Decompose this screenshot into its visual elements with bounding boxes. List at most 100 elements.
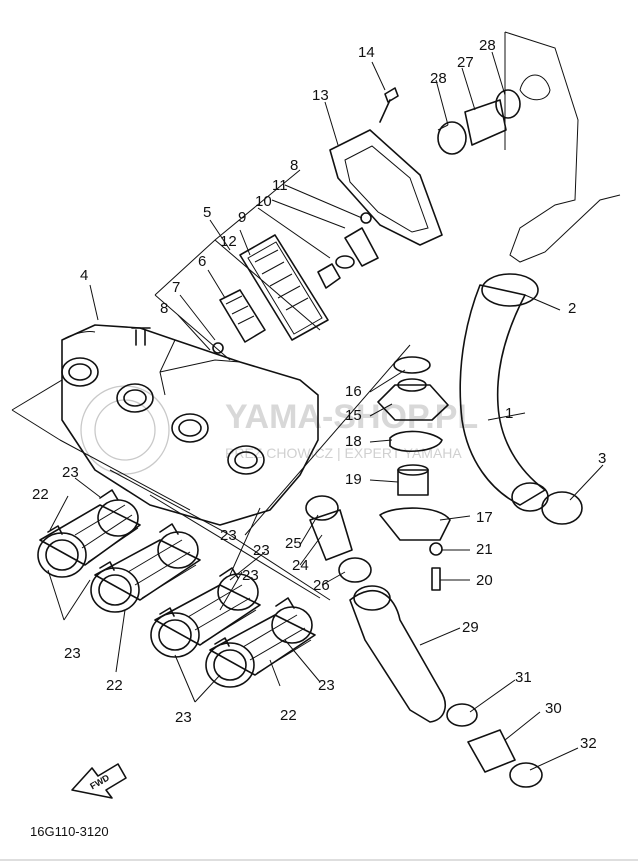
callout-28-left: 28 bbox=[430, 70, 447, 87]
callout-22-middle: 22 bbox=[106, 677, 123, 694]
callout-9: 9 bbox=[238, 209, 246, 226]
duct-joint bbox=[467, 729, 516, 773]
hose-clamp bbox=[437, 121, 467, 155]
callout-29: 29 bbox=[462, 619, 479, 636]
hose-parts bbox=[437, 89, 583, 525]
callout-13: 13 bbox=[312, 87, 329, 104]
valve-cover bbox=[379, 507, 451, 541]
callout-6: 6 bbox=[198, 253, 206, 270]
callout-20: 20 bbox=[476, 572, 493, 589]
leader-lines bbox=[47, 51, 604, 771]
reed-valve bbox=[397, 469, 429, 496]
element-parts bbox=[212, 87, 443, 354]
valve-parts bbox=[377, 356, 451, 591]
case-plate bbox=[219, 289, 266, 343]
joint-cap bbox=[317, 263, 341, 289]
air-box-outlet bbox=[171, 413, 209, 443]
callout-21: 21 bbox=[476, 541, 493, 558]
assembly-line bbox=[11, 344, 411, 601]
callout-25: 25 bbox=[285, 535, 302, 552]
callout-23-left: 23 bbox=[64, 645, 81, 662]
clamp-screw bbox=[47, 489, 295, 647]
assembly-lines bbox=[11, 169, 411, 601]
diagram-code: 16G110-3120 bbox=[30, 824, 109, 839]
spring bbox=[335, 255, 355, 269]
callout-3: 3 bbox=[598, 450, 606, 467]
callout-32: 32 bbox=[580, 735, 597, 752]
callout-10: 10 bbox=[255, 193, 272, 210]
callout-23-bottom: 23 bbox=[175, 709, 192, 726]
callout-16: 16 bbox=[345, 383, 362, 400]
callout-11: 11 bbox=[272, 177, 288, 194]
air-box-body bbox=[61, 324, 319, 526]
callout-8-lower: 8 bbox=[160, 300, 168, 317]
hose-clamp bbox=[446, 703, 478, 727]
callout-labels: 1 2 3 4 5 6 7 8 8 9 10 11 12 13 14 15 16… bbox=[32, 37, 606, 752]
air-box-outlet bbox=[61, 357, 99, 387]
callout-17: 17 bbox=[476, 509, 493, 526]
hose-joint bbox=[464, 99, 507, 146]
pipe-joint bbox=[309, 509, 353, 561]
hose-clamp bbox=[541, 491, 583, 525]
hose-clamp bbox=[495, 89, 521, 119]
bracket bbox=[344, 227, 379, 267]
callout-14: 14 bbox=[358, 44, 375, 61]
air-box-outlet bbox=[116, 383, 154, 413]
callout-7: 7 bbox=[172, 279, 180, 296]
bolt bbox=[212, 342, 224, 354]
watermark-emblem bbox=[80, 385, 170, 475]
callout-27: 27 bbox=[457, 54, 474, 71]
air-box-vent bbox=[131, 327, 151, 346]
hose-clamp bbox=[509, 762, 543, 788]
intake-joint-group bbox=[37, 489, 316, 688]
callout-23-right-lower: 23 bbox=[242, 567, 259, 584]
engine-outline bbox=[504, 31, 621, 263]
callout-23-bottom-right: 23 bbox=[318, 677, 335, 694]
bolt bbox=[360, 212, 372, 224]
fwd-arrow-icon bbox=[71, 763, 127, 799]
engine-outline-edge bbox=[504, 31, 621, 263]
valve-body bbox=[377, 384, 449, 421]
assembly-line bbox=[154, 169, 321, 361]
callout-31: 31 bbox=[515, 669, 532, 686]
o-ring bbox=[393, 356, 431, 374]
callout-24: 24 bbox=[292, 557, 309, 574]
callout-23-center: 23 bbox=[220, 527, 237, 544]
air-box bbox=[61, 324, 319, 526]
callout-28-right: 28 bbox=[479, 37, 496, 54]
callout-23-top: 23 bbox=[62, 464, 79, 481]
callout-1: 1 bbox=[505, 405, 513, 422]
intake-joint bbox=[150, 573, 261, 658]
breather-hose bbox=[459, 284, 546, 506]
intake-duct bbox=[349, 589, 446, 723]
gasket bbox=[389, 430, 443, 452]
callout-4: 4 bbox=[80, 267, 88, 284]
air-box-edges bbox=[61, 331, 241, 396]
intake-joint bbox=[205, 606, 316, 688]
air-filter-element bbox=[239, 234, 329, 341]
cover-screw bbox=[379, 87, 399, 123]
cover-plate bbox=[329, 129, 443, 246]
callout-22-top: 22 bbox=[32, 486, 49, 503]
callout-2: 2 bbox=[568, 300, 576, 317]
air-box-outlet bbox=[227, 445, 265, 475]
callout-18: 18 bbox=[345, 433, 362, 450]
intake-joint bbox=[37, 499, 141, 578]
stud-bolt bbox=[431, 567, 441, 591]
watermark-sub-text: PREZ CHOWICZ | EXPERT YAMAHA bbox=[225, 445, 462, 461]
callout-26: 26 bbox=[313, 577, 330, 594]
callout-23-right-upper: 23 bbox=[253, 542, 270, 559]
hose-end-upper bbox=[481, 273, 539, 307]
callout-5: 5 bbox=[203, 204, 211, 221]
callout-8-upper: 8 bbox=[290, 157, 298, 174]
callout-19: 19 bbox=[345, 471, 362, 488]
intake-joint bbox=[90, 531, 201, 613]
hose-clamp bbox=[338, 557, 372, 583]
callout-30: 30 bbox=[545, 700, 562, 717]
callout-12: 12 bbox=[220, 233, 237, 250]
forward-direction-arrow: FWD bbox=[71, 763, 127, 799]
callout-15: 15 bbox=[345, 407, 362, 424]
nut bbox=[429, 542, 443, 556]
lower-duct-parts bbox=[305, 495, 543, 788]
